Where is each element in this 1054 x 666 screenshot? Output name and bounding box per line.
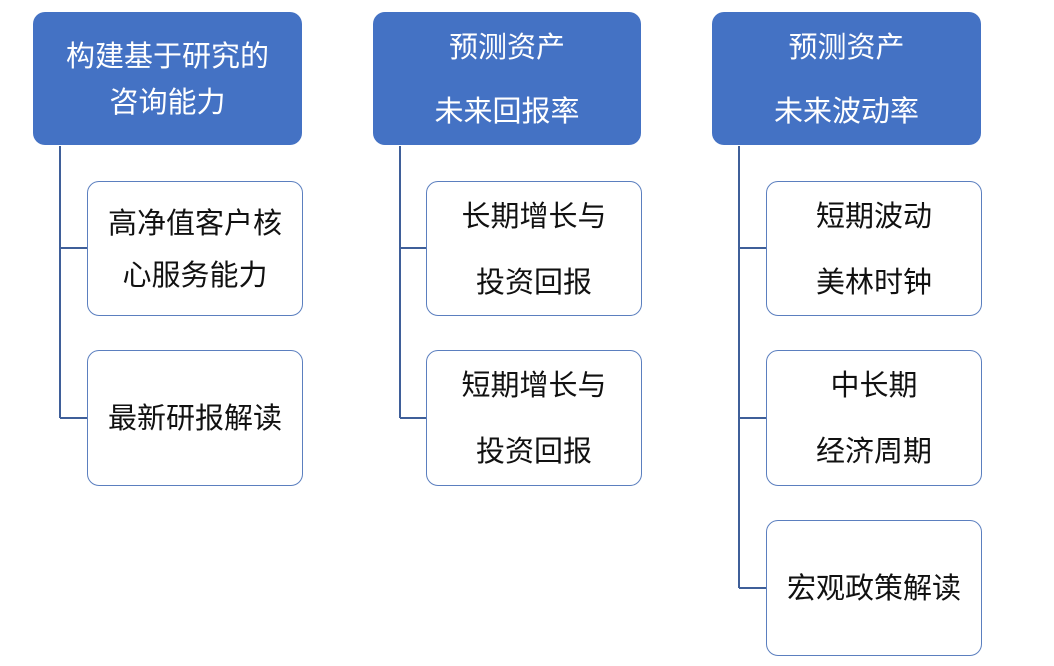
header-line: 未来波动率 (773, 93, 919, 128)
child-box-short-term-growth: 短期增长与 投资回报 (426, 350, 642, 486)
child-line: 高净值客户核 (107, 205, 282, 240)
child-box-research-report-reading: 最新研报解读 (87, 350, 303, 486)
child-line: 美林时钟 (815, 264, 932, 299)
header-line: 未来回报率 (434, 93, 580, 128)
child-line: 投资回报 (475, 264, 592, 299)
header-box-expected-return: 预测资产 未来回报率 (373, 12, 641, 145)
child-line: 短期增长与 (461, 368, 607, 402)
header-line: 预测资产 (448, 29, 565, 64)
child-line: 最新研报解读 (107, 401, 282, 435)
header-box-research-consulting: 构建基于研究的 咨询能力 (33, 12, 302, 145)
header-box-expected-volatility: 预测资产 未来波动率 (712, 12, 981, 145)
child-box-macro-policy: 宏观政策解读 (766, 520, 982, 656)
child-line: 短期波动 (815, 198, 932, 233)
child-box-medium-long-cycle: 中长期 经济周期 (766, 350, 982, 486)
child-line: 宏观政策解读 (786, 571, 961, 605)
child-line: 心服务能力 (122, 257, 268, 292)
header-line: 构建基于研究的 (65, 38, 269, 73)
header-line: 预测资产 (788, 29, 905, 64)
child-box-long-term-growth: 长期增长与 投资回报 (426, 181, 642, 316)
header-line: 咨询能力 (109, 84, 226, 119)
child-box-short-term-volatility: 短期波动 美林时钟 (766, 181, 982, 316)
child-line: 投资回报 (475, 434, 592, 468)
child-box-hnw-client-service: 高净值客户核 心服务能力 (87, 181, 303, 316)
child-line: 长期增长与 (461, 198, 607, 233)
child-line: 中长期 (830, 368, 918, 402)
child-line: 经济周期 (815, 434, 932, 468)
